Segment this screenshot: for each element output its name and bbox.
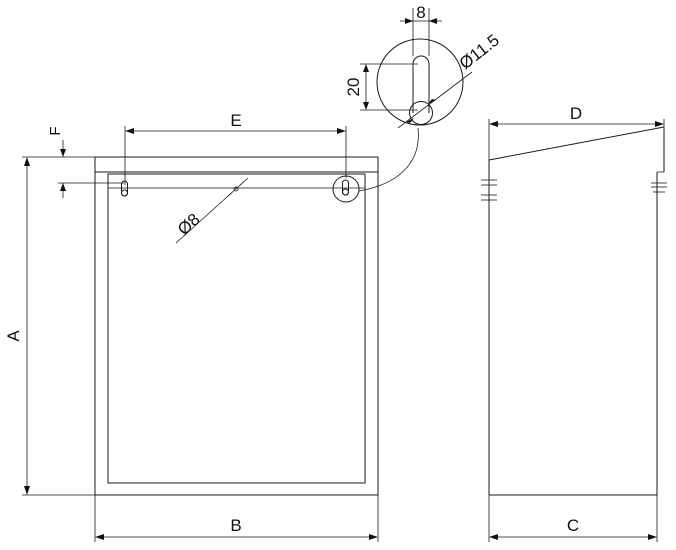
slot-length-label: 20 — [344, 78, 363, 97]
cabinet-outer-outline — [94, 156, 379, 496]
keyhole-detail: 8 20 Ø11.5 — [344, 3, 503, 129]
front-view: Ø8 — [94, 127, 419, 496]
dimension-e-label: E — [230, 111, 241, 130]
dimension-f: F — [47, 126, 124, 198]
dimension-c: C — [488, 495, 658, 542]
detail-hole-outline — [409, 101, 433, 125]
slot-width-label: 8 — [416, 3, 425, 22]
keyhole-slot-left — [121, 180, 128, 197]
dimension-d-label: D — [570, 104, 582, 123]
dimension-e: E — [124, 111, 347, 185]
hole-diameter-label: Ø8 — [174, 210, 204, 239]
dimension-d: D — [488, 104, 665, 160]
dimension-b: B — [94, 495, 379, 542]
dimension-a: A — [4, 156, 95, 496]
detail-slot-outline — [412, 55, 430, 113]
cabinet-inner-outline — [107, 173, 366, 484]
dimension-b-label: B — [230, 516, 241, 535]
dimension-a-label: A — [4, 330, 23, 342]
detail-circle — [376, 38, 464, 126]
detail-diameter-label: Ø11.5 — [456, 30, 503, 73]
detail-leader-curve — [358, 127, 419, 192]
dimension-f-label: F — [47, 126, 64, 135]
hole-marker — [233, 186, 239, 192]
keyhole-slot-right — [332, 175, 360, 203]
hole-diameter-leader — [175, 177, 249, 244]
dimension-c-label: C — [567, 516, 579, 535]
side-view: D C — [481, 104, 667, 542]
